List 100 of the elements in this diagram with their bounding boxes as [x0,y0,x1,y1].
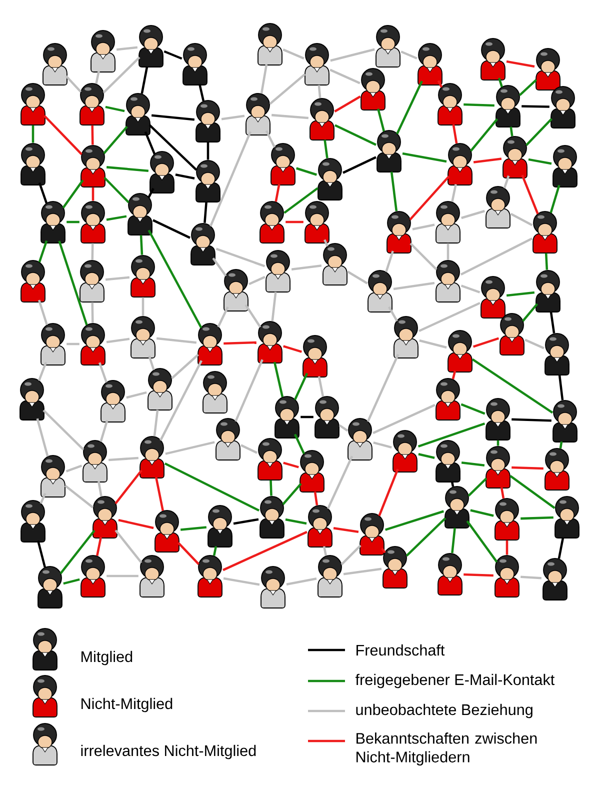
connection-line [342,156,376,174]
person-icon [480,276,506,318]
connection-line [96,537,102,556]
person-icon [38,566,62,608]
connection-line [544,253,548,270]
connection-line [204,202,208,223]
person-icon [318,555,342,598]
connection-line [510,212,533,226]
connection-line [244,304,262,328]
connection-line [340,544,362,566]
connection-line [410,242,438,270]
person-icon [20,143,46,186]
person-icon [302,335,328,378]
person-icon [258,23,282,66]
connection-line [461,210,485,220]
person-icon [418,43,442,86]
connection-line [418,422,486,448]
connection-line [402,152,447,163]
person-icon [20,260,46,302]
person-icon [438,83,462,126]
person-icon [360,68,386,110]
person-icon [154,510,180,552]
connection-line [106,166,149,172]
connection-line [91,302,94,323]
connection-line [140,235,144,255]
legend-text: Nicht-Mitglied [82,698,172,712]
person-icon [544,333,570,376]
connection-line [62,180,84,208]
connection-line [108,456,138,462]
connection-line [66,342,80,346]
connection-line [118,518,154,530]
connection-line [318,84,322,98]
person-icon [20,378,44,420]
connection-line [38,362,48,382]
connection-line [464,573,494,577]
connection-line [206,142,210,160]
connection-line [223,577,260,586]
connection-line [452,370,456,380]
person-icon [202,371,228,414]
person-icon [190,223,216,266]
connection-line [240,444,258,454]
connection-line [60,530,96,574]
connection-line [148,230,202,328]
person-icon [246,93,270,136]
connection-line [503,175,510,189]
connection-line [451,184,457,202]
person-icon [266,250,290,292]
connection-line [506,540,508,555]
connection-line [164,462,260,512]
connection-line [326,456,354,510]
connection-line [273,362,284,398]
connection-line [114,470,142,504]
connection-line [283,345,302,353]
connection-line [152,219,190,239]
connection-line [40,493,46,504]
connection-line [334,124,376,146]
connection-line [38,182,48,204]
connection-line [330,68,360,84]
connection-line [512,418,552,422]
connection-line [148,188,154,198]
connection-line [105,276,130,281]
connection-line [333,526,359,534]
connection-line [148,124,198,171]
person-icon [552,145,578,188]
person-icon [318,158,342,200]
connection-line [58,240,88,326]
connection-line [464,103,494,107]
person-icon [536,48,560,90]
connection-line [140,66,148,94]
person-icon [436,201,460,244]
connection-line [506,291,535,297]
connection-line [36,418,49,457]
connection-line [155,477,164,511]
connection-line [164,50,182,60]
person-icon [208,505,232,548]
connection-line [437,80,443,88]
legend-text: Bekanntschaften zwischen Nicht-Mitgliedern [356,732,537,766]
connection-line [418,453,435,459]
connection-line [468,477,488,497]
connection-line [283,462,299,468]
connection-line [452,124,458,144]
legend-text: Freundschaft [356,644,445,656]
connection-line [217,306,229,328]
connection-line [450,481,454,487]
legend-text: unbeobachtete Beziehung [356,704,532,718]
person-icon [126,93,150,136]
connection-line [282,48,304,60]
person-icon [80,145,106,188]
person-icon [258,321,282,364]
connection-line [396,80,423,134]
connection-line [372,404,436,434]
connection-line [506,60,535,68]
person-icon [140,436,164,478]
person-icon [90,30,116,72]
person-icon [260,496,284,538]
person-icon [368,270,392,312]
person-icon [494,555,520,598]
person-icon [376,130,402,172]
person-icon [486,186,510,228]
connection-line [269,73,306,105]
